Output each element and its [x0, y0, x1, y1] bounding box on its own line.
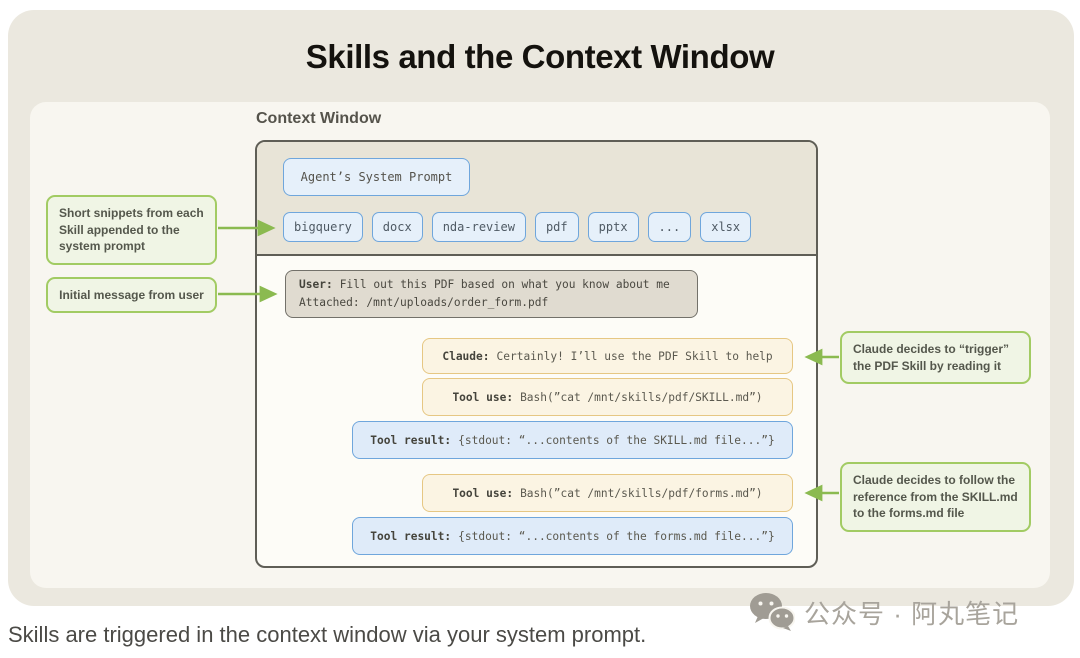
- bottom-caption: Skills are triggered in the context wind…: [8, 622, 647, 647]
- skill-chip-pdf: pdf: [534, 212, 579, 242]
- tool-result-forms-box: Tool result:{stdout: “...contents of the…: [352, 517, 793, 555]
- callout-follow-reference: Claude decides to follow the reference f…: [840, 462, 1031, 532]
- skill-chip-bigquery: bigquery: [283, 212, 363, 242]
- skill-chip-xlsx: xlsx: [700, 212, 752, 242]
- tool-use-forms-box: Tool use:Bash(”cat /mnt/skills/pdf/forms…: [422, 474, 793, 512]
- claude-message-box: Claude:Certainly! I’ll use the PDF Skill…: [422, 338, 793, 374]
- user-message-text: User:Fill out this PDF based on what you…: [299, 278, 670, 309]
- user-message-box: User:Fill out this PDF based on what you…: [285, 270, 698, 318]
- watermark-text: 公众号 · 阿丸笔记: [804, 598, 1020, 629]
- callout-initial-message: Initial message from user: [46, 277, 217, 313]
- skill-chip-pptx: pptx: [587, 212, 639, 242]
- skill-chip-nda-review: nda-review: [431, 212, 526, 242]
- callout-skill-snippets: Short snippets from each Skill appended …: [46, 195, 217, 265]
- skill-chip-docx: docx: [371, 212, 423, 242]
- wechat-icon: [750, 593, 795, 631]
- page-title: Skills and the Context Window: [305, 38, 775, 75]
- watermark: 公众号 · 阿丸笔记: [748, 592, 1019, 632]
- skill-chip-ellipsis: ...: [647, 212, 692, 242]
- context-window-label: Context Window: [256, 110, 382, 127]
- skill-chips-row: bigquery docx nda-review pdf pptx ... xl…: [283, 212, 752, 242]
- tool-use-skill-box: Tool use:Bash(”cat /mnt/skills/pdf/SKILL…: [422, 378, 793, 416]
- agent-system-prompt-box: Agent’s System Prompt: [283, 158, 470, 196]
- tool-result-skill-box: Tool result:{stdout: “...contents of the…: [352, 421, 793, 459]
- callout-trigger-skill: Claude decides to “trigger” the PDF Skil…: [840, 331, 1031, 385]
